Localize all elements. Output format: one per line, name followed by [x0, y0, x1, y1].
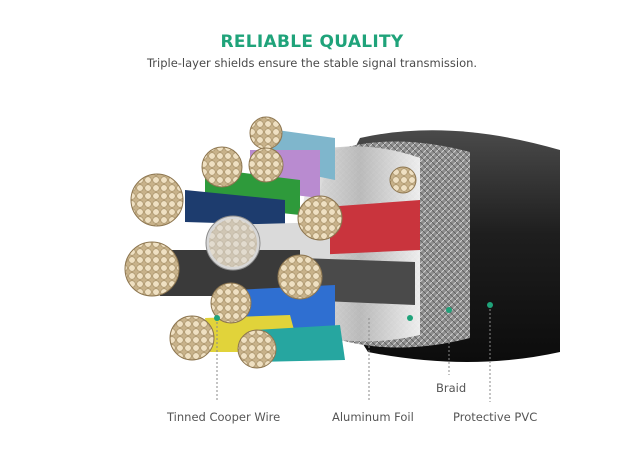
callout-dots — [214, 302, 493, 321]
label-protective-pvc: Protective PVC — [453, 410, 538, 424]
label-aluminum-foil: Aluminum Foil — [332, 410, 414, 424]
subheadline: Triple-layer shields ensure the stable s… — [146, 56, 478, 70]
label-tinned-copper-wire: Tinned Cooper Wire — [167, 410, 281, 424]
label-braid: Braid — [436, 381, 467, 395]
headline: RELIABLE QUALITY — [220, 32, 404, 52]
callout-leaders — [216, 305, 491, 402]
copper-strand-bundles — [124, 116, 417, 369]
